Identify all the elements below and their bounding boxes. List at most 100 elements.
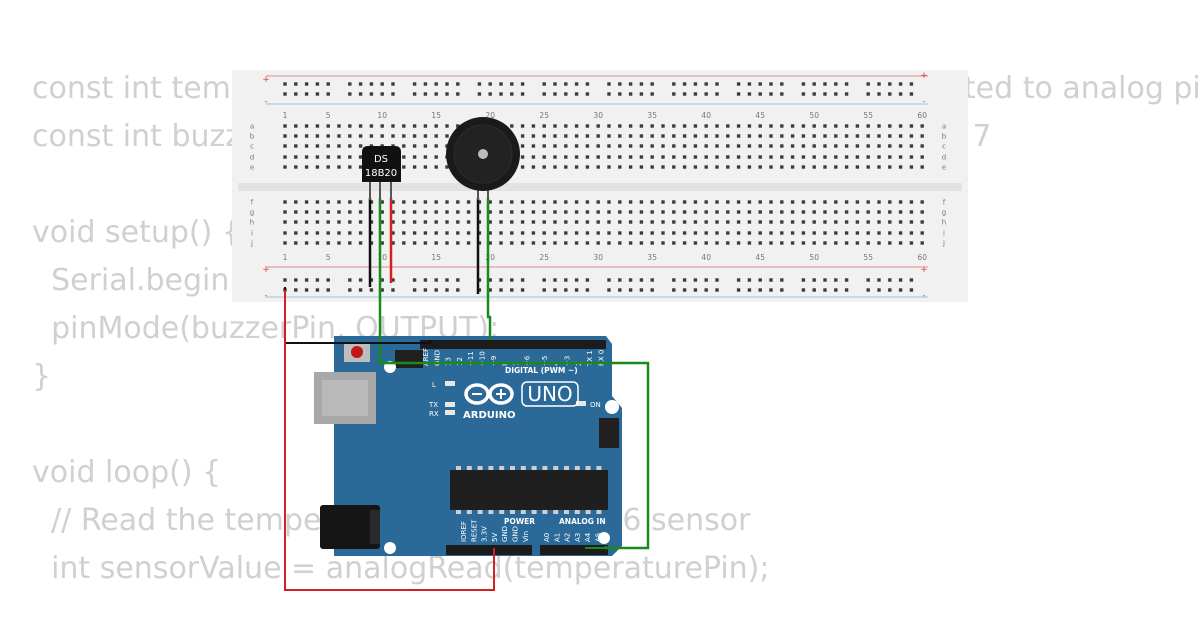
breadboard-hole xyxy=(326,165,330,169)
breadboard-hole xyxy=(618,200,622,204)
breadboard-hole xyxy=(693,241,698,245)
breadboard-hole xyxy=(358,241,363,245)
breadboard-rail-hole xyxy=(769,278,773,282)
breadboard-rail-hole xyxy=(639,288,644,292)
column-number: 50 xyxy=(809,111,819,120)
breadboard-rail-hole xyxy=(650,92,654,96)
breadboard-rail-hole xyxy=(358,82,363,86)
breadboard-hole xyxy=(596,165,600,169)
breadboard-rail-hole xyxy=(585,82,590,86)
breadboard-hole xyxy=(348,220,352,224)
breadboard-hole xyxy=(715,200,719,204)
breadboard-hole xyxy=(769,144,773,148)
digital-header-label: DIGITAL (PWM ~) xyxy=(505,366,578,375)
breadboard-rail-hole xyxy=(520,92,525,96)
breadboard-rail-hole xyxy=(747,288,752,292)
breadboard-hole xyxy=(402,144,406,148)
breadboard-hole xyxy=(585,155,590,159)
breadboard-rail-hole xyxy=(823,288,827,292)
breadboard-rail-hole xyxy=(445,278,449,282)
breadboard-hole xyxy=(337,200,341,204)
column-number: 40 xyxy=(701,111,711,120)
reset-button-cap[interactable] xyxy=(351,346,363,358)
breadboard-hole xyxy=(607,200,611,204)
breadboard-rail-hole xyxy=(628,92,633,96)
breadboard-rail-hole xyxy=(520,288,525,292)
breadboard-hole xyxy=(834,165,838,169)
breadboard-hole xyxy=(661,165,665,169)
column-number: 40 xyxy=(701,253,711,262)
breadboard-rail-hole xyxy=(823,92,827,96)
breadboard-hole xyxy=(564,241,568,245)
breadboard-hole xyxy=(553,144,557,148)
breadboard-hole xyxy=(499,200,503,204)
sensor-label-line2: 18B20 xyxy=(365,168,397,179)
breadboard-rail-hole xyxy=(812,92,816,96)
row-letter: f xyxy=(943,199,946,207)
breadboard-hole xyxy=(877,241,881,245)
breadboard-rail-hole xyxy=(888,92,892,96)
breadboard-hole xyxy=(553,231,557,235)
breadboard-hole xyxy=(542,165,546,169)
breadboard-hole xyxy=(531,200,536,204)
breadboard-hole xyxy=(596,220,600,224)
column-number: 55 xyxy=(863,111,873,120)
breadboard-hole xyxy=(628,155,633,159)
breadboard-hole xyxy=(520,210,525,214)
breadboard-rail-hole xyxy=(704,288,708,292)
breadboard-hole xyxy=(542,144,546,148)
analog-pin-label: A0 xyxy=(543,533,551,542)
breadboard-hole xyxy=(574,241,579,245)
row-letter: e xyxy=(250,164,254,172)
breadboard-rail-hole xyxy=(434,82,438,86)
breadboard-hole xyxy=(423,231,428,235)
breadboard-hole xyxy=(682,165,687,169)
breadboard-hole xyxy=(726,155,730,159)
breadboard-rail-hole xyxy=(326,278,330,282)
breadboard-hole xyxy=(445,241,449,245)
breadboard-hole xyxy=(466,241,471,245)
breadboard-hole xyxy=(726,210,730,214)
breadboard-hole xyxy=(348,155,352,159)
breadboard-hole xyxy=(920,144,924,148)
breadboard-hole xyxy=(855,144,860,148)
breadboard-hole xyxy=(715,231,719,235)
breadboard-hole xyxy=(747,241,752,245)
breadboard-hole xyxy=(542,241,546,245)
breadboard-rail-hole xyxy=(574,92,579,96)
breadboard-hole xyxy=(888,155,892,159)
icsp-header-right xyxy=(599,418,619,448)
breadboard-rail-hole xyxy=(888,82,892,86)
breadboard-rail-hole xyxy=(693,278,698,282)
breadboard-rail-hole xyxy=(801,82,806,86)
breadboard-rail-hole xyxy=(315,278,320,282)
breadboard-rail-hole xyxy=(434,288,438,292)
breadboard-rail-hole xyxy=(369,92,374,96)
breadboard-rail-hole xyxy=(423,288,428,292)
breadboard-hole xyxy=(801,220,806,224)
breadboard-hole xyxy=(769,124,773,128)
breadboard-hole xyxy=(402,134,406,138)
breadboard-rail-hole xyxy=(898,288,903,292)
breadboard-rail-hole xyxy=(758,82,762,86)
breadboard-hole xyxy=(639,124,644,128)
rail-plus-label-bottom-left: + xyxy=(262,265,270,275)
power-pin-label: Vin xyxy=(522,531,530,542)
breadboard-rail-hole xyxy=(585,92,590,96)
breadboard-hole xyxy=(402,241,406,245)
breadboard-hole xyxy=(726,134,730,138)
breadboard-rail-hole xyxy=(445,82,449,86)
breadboard-rail-hole xyxy=(434,92,438,96)
column-number: 15 xyxy=(431,253,441,262)
breadboard-hole xyxy=(812,144,816,148)
breadboard-rail-hole xyxy=(456,92,460,96)
breadboard-rail-hole xyxy=(672,278,676,282)
breadboard-hole xyxy=(326,210,330,214)
breadboard-rail-hole xyxy=(704,278,708,282)
led-l-label: L xyxy=(432,381,436,389)
breadboard-hole xyxy=(758,231,762,235)
breadboard-hole xyxy=(477,200,482,204)
breadboard-hole xyxy=(844,231,849,235)
breadboard-hole xyxy=(434,134,438,138)
breadboard-hole xyxy=(391,124,395,128)
